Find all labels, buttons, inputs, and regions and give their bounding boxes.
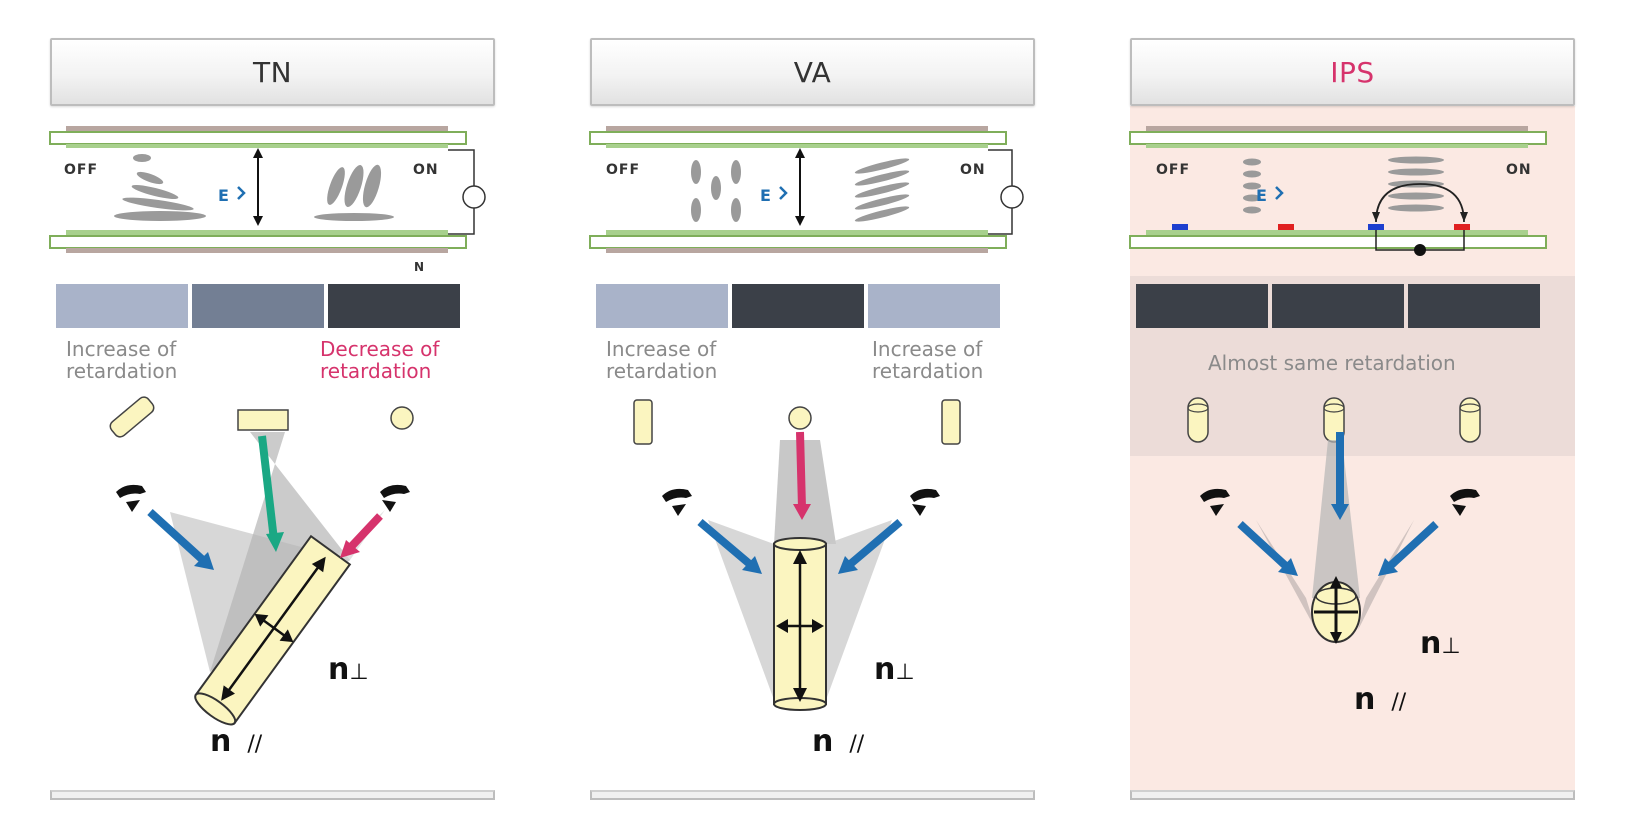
caption-center: Almost same retardation <box>1208 351 1456 375</box>
n-par-label: n// <box>812 724 865 759</box>
panel-header-va: VA <box>590 38 1035 106</box>
panel-title: TN <box>252 55 293 89</box>
n-par-label: n// <box>210 724 263 759</box>
small-n-label: N <box>414 260 426 274</box>
panel-footer <box>1130 790 1575 800</box>
caption-right-line1: Decrease of <box>320 337 440 361</box>
n-perp-label: n⊥ <box>1420 626 1461 661</box>
panel-title: VA <box>793 55 832 89</box>
caption-right-line2: retardation <box>320 359 432 383</box>
n-perp-label: n⊥ <box>328 652 369 687</box>
off-label: OFF <box>1156 162 1191 178</box>
va-diagram <box>589 126 1024 711</box>
caption-right-line1: Increase of <box>872 337 983 361</box>
on-label: ON <box>1506 162 1532 178</box>
panel-title: IPS <box>1330 55 1375 89</box>
caption-left-line2: retardation <box>66 359 178 383</box>
panel-va: VA <box>589 0 1035 820</box>
caption-left-line2: retardation <box>606 359 718 383</box>
field-label: E <box>218 186 229 205</box>
caption-right-line2: retardation <box>872 359 984 383</box>
off-label: OFF <box>64 162 99 178</box>
panel-header-ips: IPS <box>1130 38 1575 106</box>
tn-diagram <box>49 126 486 726</box>
panel-footer <box>50 790 495 800</box>
on-label: ON <box>413 162 439 178</box>
panel-ips: IPS <box>1129 0 1575 820</box>
n-perp-label: n⊥ <box>874 652 915 687</box>
ips-diagram <box>1129 126 1547 644</box>
field-label: E <box>760 186 771 205</box>
caption-left-line1: Increase of <box>606 337 717 361</box>
caption-left-line1: Increase of <box>66 337 177 361</box>
panel-footer <box>590 790 1035 800</box>
n-par-label: n// <box>1354 682 1407 717</box>
on-label: ON <box>960 162 986 178</box>
panel-header-tn: TN <box>50 38 495 106</box>
off-label: OFF <box>606 162 641 178</box>
field-label: E <box>1256 186 1267 205</box>
panel-tn: TN <box>49 0 495 820</box>
